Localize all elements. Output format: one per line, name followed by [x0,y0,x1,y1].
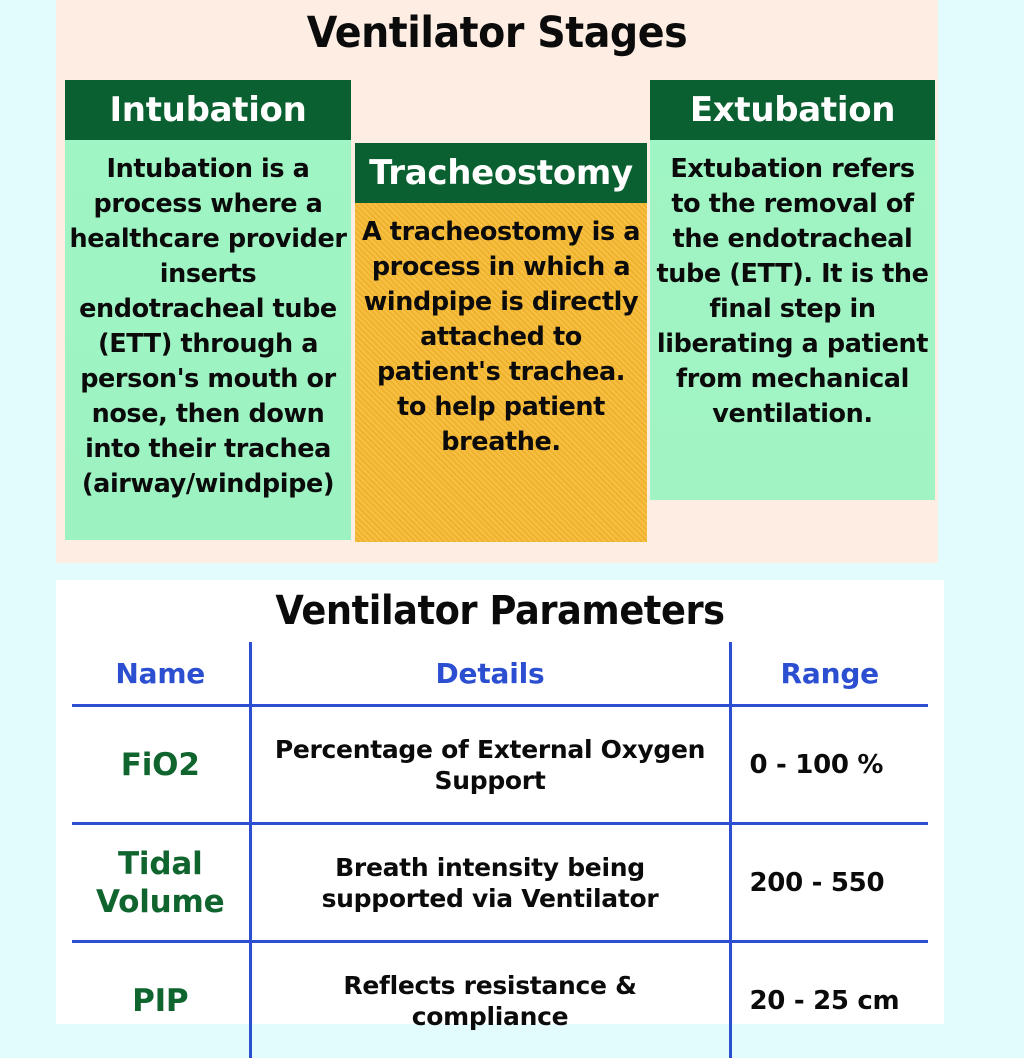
ventilator-parameters-table: Name Details Range FiO2 Percentage of Ex… [72,642,928,1058]
table-row: Tidal Volume Breath intensity being supp… [72,824,928,942]
column-header-range: Range [730,642,928,706]
ventilator-parameters-card: Ventilator Parameters Name Details Range… [56,580,944,1024]
table-row: PIP Reflects resistance & compliance 20 … [72,942,928,1058]
column-header-name: Name [72,642,250,706]
parameter-range: 0 - 100 % [730,706,928,824]
stage-body-tracheostomy: A tracheostomy is a process in which a w… [355,203,647,542]
table-header-row: Name Details Range [72,642,928,706]
parameter-name: Tidal Volume [72,824,250,942]
stage-column-tracheostomy: Tracheostomy A tracheostomy is a process… [355,143,647,542]
ventilator-stages-title: Ventilator Stages [91,8,902,58]
stage-body-extubation: Extubation refers to the removal of the … [650,140,935,500]
parameter-range: 20 - 25 cm [730,942,928,1058]
column-header-details: Details [250,642,730,706]
parameter-name: FiO2 [72,706,250,824]
stage-heading-tracheostomy: Tracheostomy [355,143,647,203]
table-row: FiO2 Percentage of External Oxygen Suppo… [72,706,928,824]
ventilator-parameters-title: Ventilator Parameters [92,588,909,634]
stage-heading-extubation: Extubation [650,80,935,140]
parameter-range: 200 - 550 [730,824,928,942]
stage-column-extubation: Extubation Extubation refers to the remo… [650,80,935,500]
stage-heading-intubation: Intubation [65,80,351,140]
parameter-details: Percentage of External Oxygen Support [250,706,730,824]
parameter-name: PIP [72,942,250,1058]
stage-column-intubation: Intubation Intubation is a process where… [65,80,351,540]
ventilator-stages-card: Ventilator Stages Intubation Intubation … [56,0,938,563]
stage-body-intubation: Intubation is a process where a healthca… [65,140,351,540]
parameter-details: Breath intensity being supported via Ven… [250,824,730,942]
parameter-details: Reflects resistance & compliance [250,942,730,1058]
